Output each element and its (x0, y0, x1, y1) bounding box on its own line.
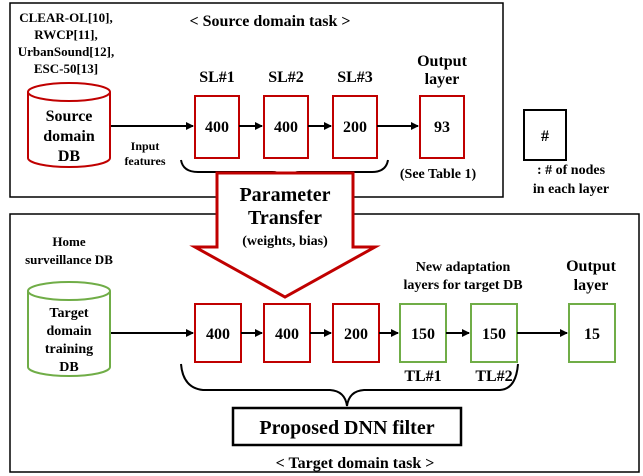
target-output-title: layer (574, 277, 609, 294)
source-output-nodes: 93 (434, 119, 450, 136)
target-layer-box (332, 303, 380, 363)
target-db-label: Target (49, 306, 88, 321)
source-dataset-line: RWCP[11], (34, 27, 97, 42)
source-output-title: Output (417, 53, 467, 70)
adaptation-layer-nodes: 150 (411, 326, 435, 343)
target-output-title: Output (566, 258, 616, 275)
target-task-title: < Target domain task > (276, 455, 435, 472)
proposed-filter-box (231, 406, 463, 447)
source-layer-nodes: 400 (274, 119, 298, 136)
target-layer-nodes: 400 (275, 326, 299, 343)
target-layer-nodes: 200 (344, 326, 368, 343)
target-layer-nodes: 400 (206, 326, 230, 343)
target-db-label: training (45, 342, 93, 357)
target-dnn-brace (180, 363, 519, 407)
legend-symbol: # (541, 128, 549, 145)
adaptation-title: layers for target DB (403, 278, 522, 293)
source-task-title: < Source domain task > (189, 13, 350, 30)
source-output-note: (See Table 1) (400, 167, 477, 182)
source-layer-nodes: 400 (205, 119, 229, 136)
adaptation-layer-name: TL#1 (404, 368, 441, 385)
legend-box (523, 109, 567, 161)
input-label: Input (131, 139, 160, 153)
source-db-cylinder (27, 82, 111, 168)
source-layer-box (263, 95, 309, 159)
legend-text: in each layer (533, 182, 609, 197)
source-dataset-line: CLEAR-OL[10], (19, 10, 113, 25)
source-layer-nodes: 200 (343, 119, 367, 136)
target-db-title: surveillance DB (25, 252, 113, 267)
adaptation-layer-box (399, 303, 447, 363)
source-layer-box (194, 95, 240, 159)
transfer-title: Parameter (239, 184, 330, 206)
source-output-box (419, 95, 465, 159)
input-label: features (124, 154, 165, 168)
adaptation-layer-box (470, 303, 518, 363)
source-db-label: domain (43, 128, 95, 145)
source-output-title: layer (425, 71, 460, 88)
target-output-nodes: 15 (584, 326, 600, 343)
parameter-transfer-arrow (189, 171, 381, 299)
source-layer-name: SL#2 (268, 69, 304, 86)
target-layer-box (194, 303, 242, 363)
source-layer-name: SL#3 (337, 69, 373, 86)
target-output-box (568, 303, 616, 363)
source-dataset-line: ESC-50[13] (34, 61, 98, 76)
target-db-label: domain (46, 324, 91, 339)
transfer-subtitle: (weights, bias) (242, 234, 328, 249)
adaptation-layer-name: TL#2 (475, 368, 512, 385)
source-db-label: DB (58, 148, 81, 165)
target-db-title: Home (52, 234, 85, 249)
source-layer-name: SL#1 (199, 69, 235, 86)
transfer-title: Transfer (248, 207, 322, 229)
source-db-label: Source (46, 108, 93, 125)
target-db-label: DB (59, 360, 78, 375)
legend-text: : # of nodes (537, 163, 606, 178)
target-db-cylinder (27, 281, 111, 377)
source-dataset-line: UrbanSound[12], (18, 44, 114, 59)
adaptation-title: New adaptation (416, 260, 511, 275)
proposed-filter-label: Proposed DNN filter (259, 417, 434, 439)
adaptation-layer-nodes: 150 (482, 326, 506, 343)
